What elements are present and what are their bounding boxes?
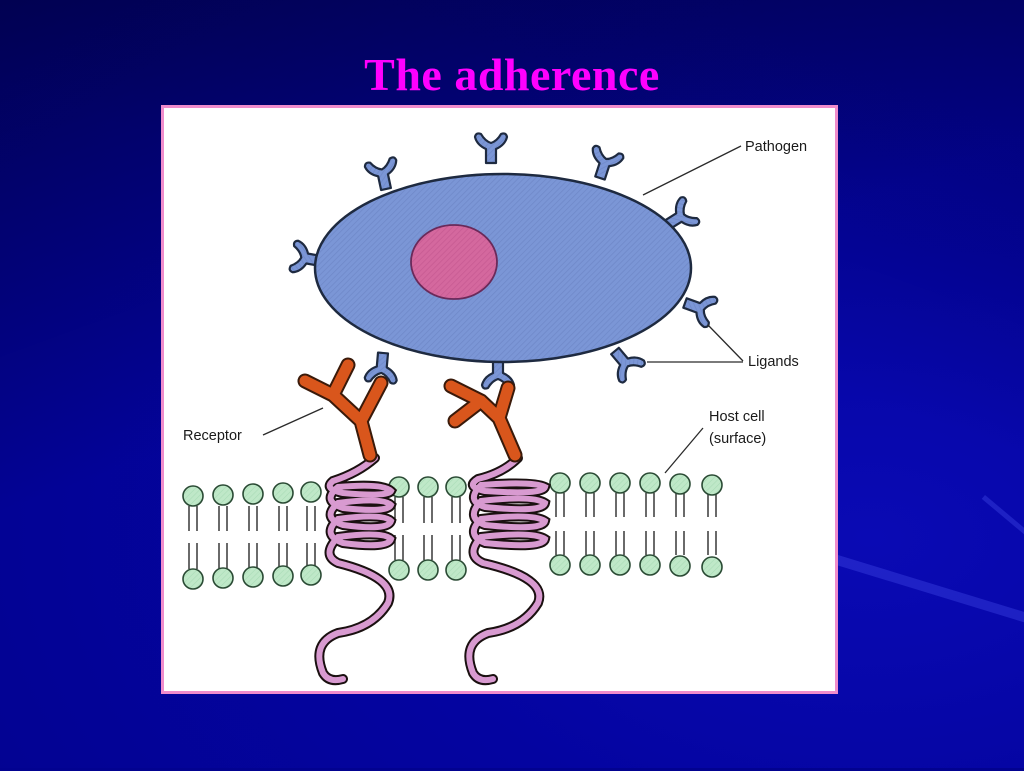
- receptor-right: [443, 378, 523, 463]
- label-host-cell-surface: (surface): [709, 431, 766, 447]
- pathogen-cell: [287, 132, 720, 390]
- leader-lines: [262, 145, 744, 474]
- nucleus: [410, 224, 498, 300]
- adherence-diagram: Pathogen Ligands Receptor Host cell (sur…: [182, 132, 807, 686]
- receptor-helix-left: [314, 453, 398, 686]
- label-host-cell: Host cell: [709, 409, 765, 425]
- label-receptor: Receptor: [183, 428, 242, 444]
- slide-title: The adherence: [364, 49, 660, 100]
- host-cell-membrane: [188, 493, 717, 569]
- receptor-helix-right: [464, 453, 551, 686]
- receptor-left: [297, 357, 389, 463]
- phospholipid-heads: [182, 472, 723, 590]
- diagram-frame: Pathogen Ligands Receptor Host cell (sur…: [161, 105, 838, 694]
- label-pathogen: Pathogen: [745, 139, 807, 155]
- label-ligands: Ligands: [748, 354, 799, 370]
